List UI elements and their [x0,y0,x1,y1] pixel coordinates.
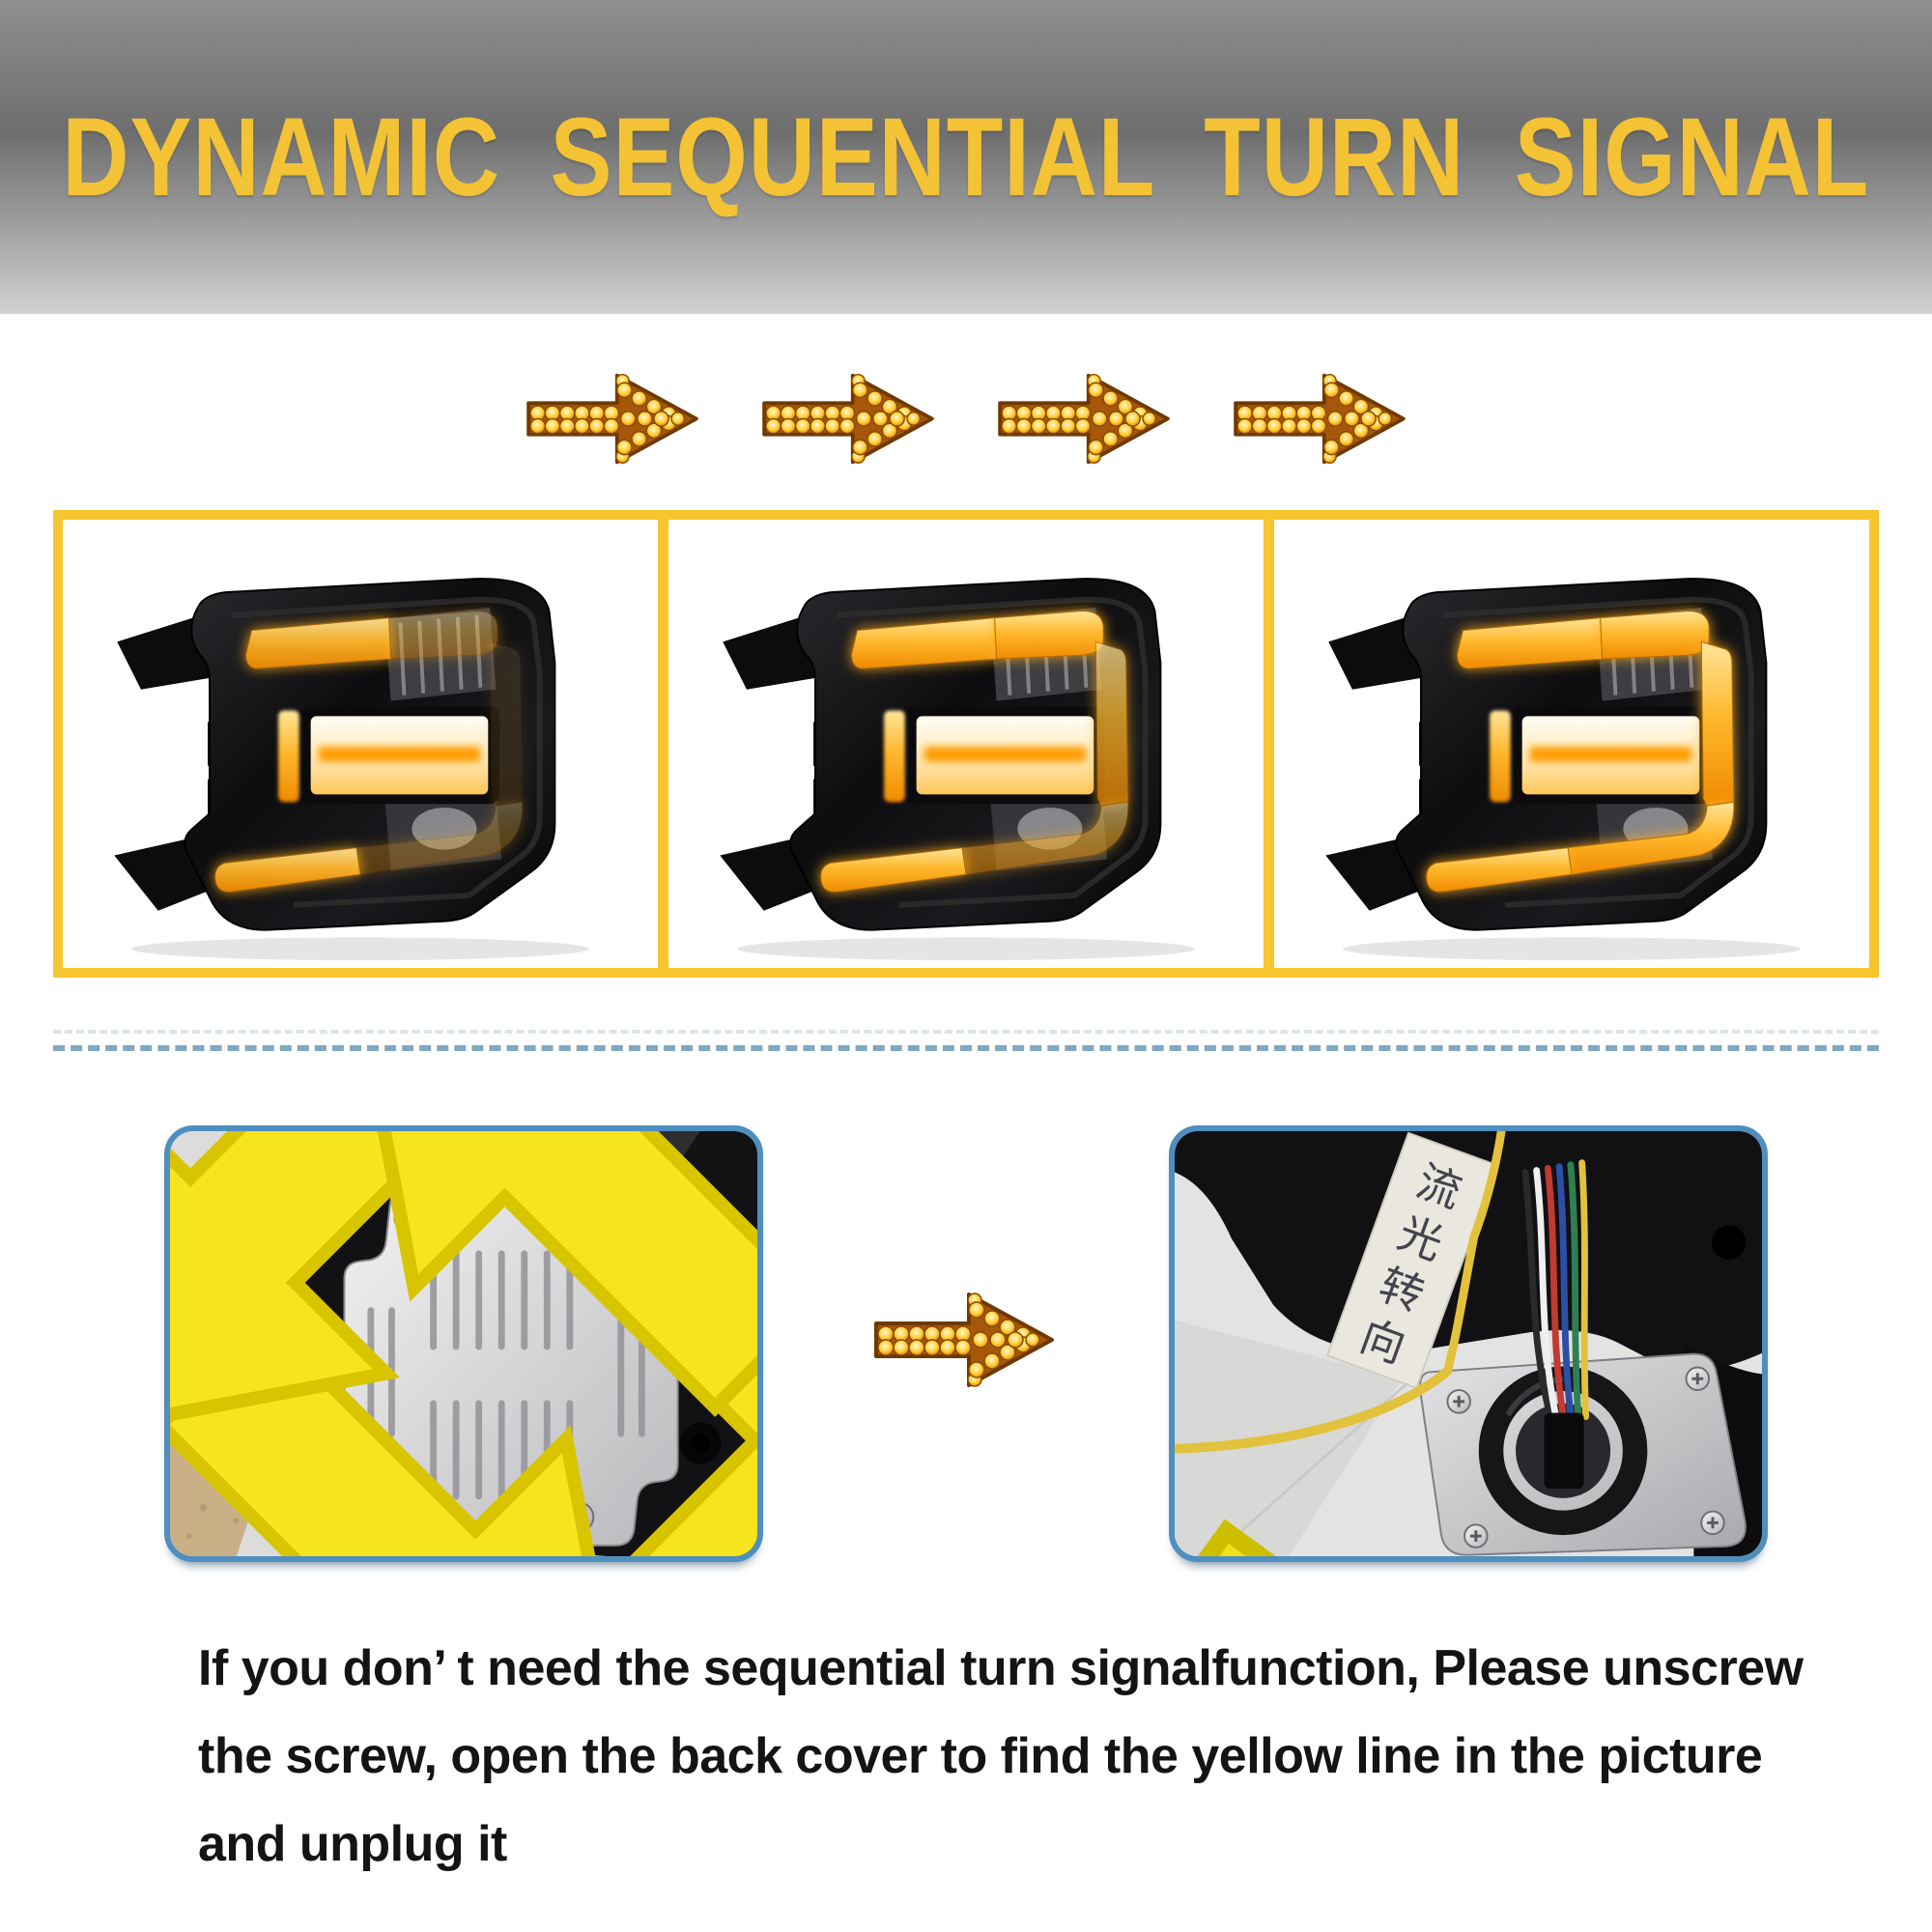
led-arrow-icon [1228,368,1411,469]
drl-strip-top-left [245,617,392,669]
bracket-screws [1446,1366,1725,1548]
center-lamp [884,710,1094,803]
headlight-top-wing [723,612,816,690]
title-banner: DYNAMIC SEQUENTIAL TURN SIGNAL [0,0,1932,314]
headlight-top-wing [1328,612,1422,690]
led-arrow-icon [756,368,940,469]
headlight-stage-2 [668,520,1264,968]
instruction-text: If you don’ t need the sequential turn s… [198,1625,1804,1889]
yellow-wire [1175,1131,1506,1454]
drl-strip-top-left [851,617,998,669]
led-arrow-icon [992,368,1176,469]
headlight-stage-3 [1274,520,1869,968]
page-title: DYNAMIC SEQUENTIAL TURN SIGNAL [62,94,1870,219]
drl-strip-bottom [1426,847,1573,893]
wiring-photo: 流光转向 [1169,1125,1768,1562]
headlight-top-wing [117,612,211,690]
headlight-illustration [720,578,1195,961]
headlight-illustration [114,578,589,961]
rubber-ring [1478,1366,1648,1536]
instruction-line: the screw, open the back cover to find t… [198,1728,1763,1784]
drl-strip-top-right [1600,611,1710,660]
led-arrow-icon [521,368,704,469]
divider-line-light [53,1030,1879,1034]
instruction-line: and unplug it [198,1816,507,1872]
sequence-arrow-row [0,365,1932,471]
divider-line [53,1045,1879,1051]
wire-bundle [1521,1159,1590,1420]
back-cover-photo [164,1125,763,1562]
instruction-line: If you don’ t need the sequential turn s… [198,1640,1804,1696]
headlight-stage-1 [63,520,658,968]
drl-strip-top-left [1457,617,1604,669]
drl-bar-right [1700,640,1735,807]
drl-strip-bottom [820,847,967,893]
drl-strip-bottom [214,847,361,893]
headlight-illustration [1325,578,1801,961]
stage-box [53,510,1879,978]
mid-led-arrow-icon [872,1287,1056,1393]
drl-strip-top-right [994,611,1104,660]
wire-connector [1544,1412,1584,1490]
drl-strip-top-right [388,611,498,660]
center-lamp [278,710,489,803]
drl-bar-right [1094,640,1129,807]
center-lamp [1490,710,1700,803]
drl-bar-right [489,640,524,807]
